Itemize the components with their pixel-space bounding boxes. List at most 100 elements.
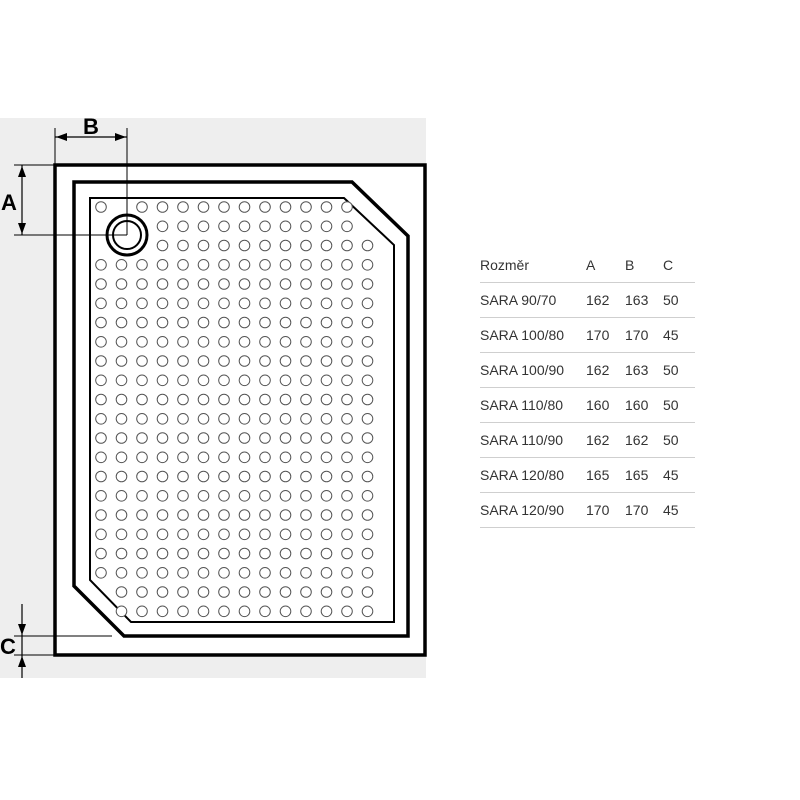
anti-slip-dot — [197, 413, 210, 425]
anti-slip-dot — [341, 201, 353, 213]
table-cell-b: 165 — [625, 457, 663, 493]
anti-slip-dot — [136, 605, 148, 618]
anti-slip-dot — [95, 509, 107, 521]
anti-slip-dot — [95, 451, 107, 464]
anti-slip-dot — [320, 336, 333, 348]
anti-slip-dot — [320, 297, 333, 310]
anti-slip-dot — [320, 393, 333, 406]
anti-slip-dot — [300, 220, 312, 233]
anti-slip-dot — [259, 451, 271, 464]
anti-slip-dot — [136, 355, 148, 367]
table-row: SARA 120/80 165 165 45 — [480, 457, 695, 493]
tray-inner-rim — [72, 180, 410, 638]
anti-slip-dot — [361, 567, 374, 579]
anti-slip-dot — [95, 336, 107, 348]
anti-slip-dot — [115, 374, 128, 387]
anti-slip-dot — [341, 451, 353, 464]
table-row: SARA 110/90 162 162 50 — [480, 422, 695, 458]
anti-slip-dot — [320, 220, 333, 233]
anti-slip-dot — [361, 586, 374, 598]
anti-slip-dot — [361, 451, 374, 464]
anti-slip-dot — [259, 547, 271, 560]
anti-slip-dot — [279, 509, 292, 521]
anti-slip-dot — [177, 278, 189, 290]
anti-slip-dot — [259, 297, 271, 310]
anti-slip-dot — [341, 586, 353, 598]
anti-slip-dot — [259, 316, 271, 329]
anti-slip-dot — [300, 259, 312, 271]
anti-slip-dot — [115, 413, 128, 425]
anti-slip-dot — [259, 355, 271, 367]
anti-slip-dot — [279, 413, 292, 425]
anti-slip-dot — [95, 567, 107, 579]
anti-slip-dot — [279, 547, 292, 560]
table-cell-c: 50 — [663, 282, 695, 318]
anti-slip-dot — [238, 451, 251, 464]
anti-slip-dot — [177, 490, 189, 502]
anti-slip-dot — [300, 201, 312, 213]
anti-slip-dot — [320, 490, 333, 502]
anti-slip-dot — [238, 413, 251, 425]
anti-slip-dot — [259, 278, 271, 290]
anti-slip-dot — [300, 509, 312, 521]
anti-slip-dot — [115, 297, 128, 310]
table-cell-c: 50 — [663, 387, 695, 423]
anti-slip-dot — [156, 451, 169, 464]
anti-slip-dot — [115, 605, 128, 618]
anti-slip-dot — [136, 490, 148, 502]
anti-slip-dot — [341, 432, 353, 444]
anti-slip-dot — [341, 355, 353, 367]
anti-slip-dot — [259, 567, 271, 579]
anti-slip-dot — [156, 297, 169, 310]
anti-slip-dot — [197, 605, 210, 618]
anti-slip-dot — [300, 586, 312, 598]
anti-slip-dot — [115, 567, 128, 579]
anti-slip-dot — [156, 509, 169, 521]
anti-slip-dot — [238, 432, 251, 444]
anti-slip-dot — [279, 355, 292, 367]
anti-slip-dot — [361, 605, 374, 618]
anti-slip-dot — [218, 470, 230, 483]
anti-slip-dot — [238, 567, 251, 579]
anti-slip-dot — [259, 528, 271, 541]
anti-slip-dot — [279, 490, 292, 502]
anti-slip-dot — [341, 413, 353, 425]
anti-slip-dot — [361, 374, 374, 387]
anti-slip-dot — [320, 451, 333, 464]
anti-slip-dot — [197, 451, 210, 464]
anti-slip-dot — [136, 374, 148, 387]
anti-slip-dot — [218, 432, 230, 444]
anti-slip-dot — [279, 316, 292, 329]
table-header-a: A — [586, 248, 625, 283]
anti-slip-dot — [197, 220, 210, 233]
anti-slip-dot — [218, 374, 230, 387]
anti-slip-dot — [238, 528, 251, 541]
anti-slip-dot — [279, 220, 292, 233]
anti-slip-dot — [95, 297, 107, 310]
anti-slip-dot — [136, 336, 148, 348]
table-cell-b: 170 — [625, 317, 663, 353]
anti-slip-dot — [341, 605, 353, 618]
table-cell-c: 45 — [663, 317, 695, 353]
anti-slip-dot — [238, 278, 251, 290]
anti-slip-dot — [361, 393, 374, 406]
anti-slip-dot — [259, 470, 271, 483]
anti-slip-dot — [136, 528, 148, 541]
anti-slip-dot — [300, 316, 312, 329]
anti-slip-dot — [341, 220, 353, 233]
anti-slip-dot — [156, 567, 169, 579]
anti-slip-dot — [279, 336, 292, 348]
anti-slip-dot — [361, 432, 374, 444]
anti-slip-dot — [197, 567, 210, 579]
anti-slip-dot-pattern — [95, 201, 374, 618]
anti-slip-dot — [136, 451, 148, 464]
anti-slip-dot — [156, 432, 169, 444]
anti-slip-dot — [341, 336, 353, 348]
anti-slip-dot — [259, 220, 271, 233]
anti-slip-dot — [156, 201, 169, 213]
table-row: SARA 90/70 162 163 50 — [480, 282, 695, 318]
anti-slip-dot — [259, 490, 271, 502]
table-cell-model: SARA 110/80 — [480, 387, 586, 423]
dimension-c-arrow-top — [18, 624, 26, 635]
anti-slip-dot — [259, 336, 271, 348]
